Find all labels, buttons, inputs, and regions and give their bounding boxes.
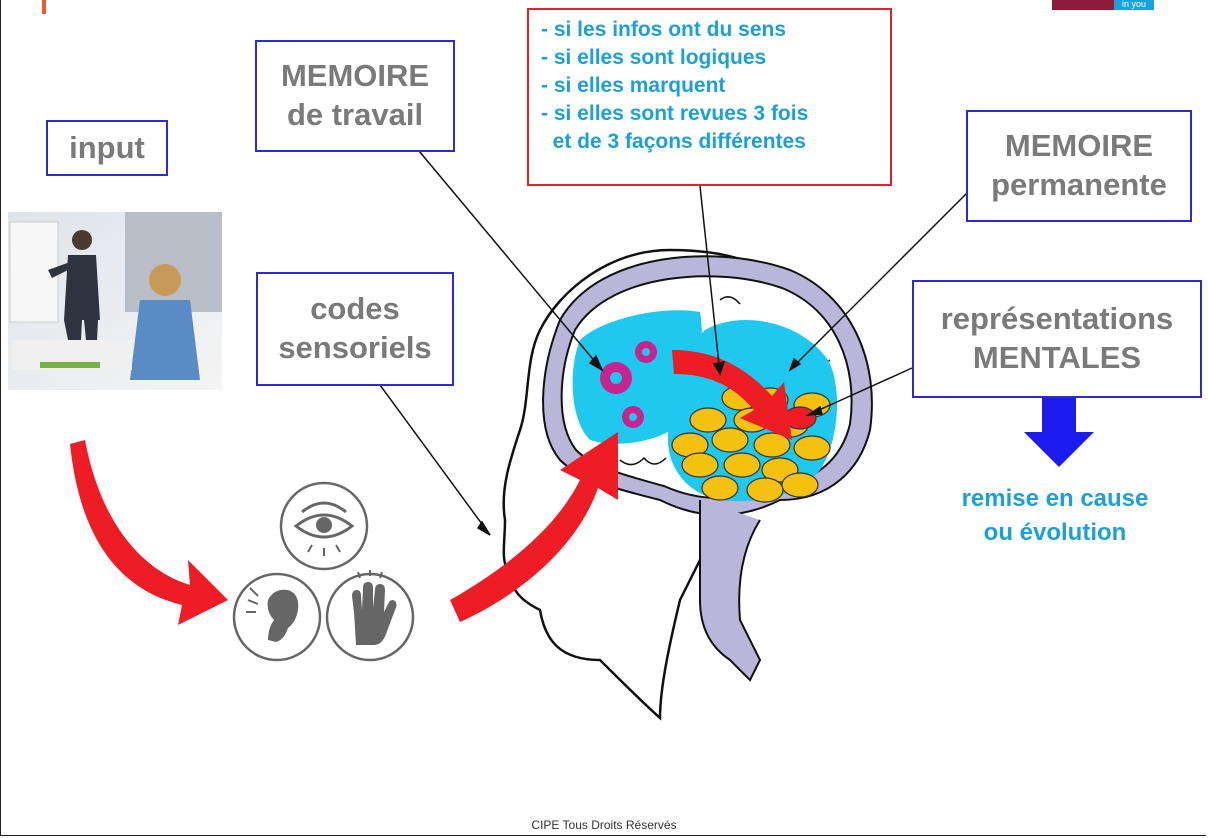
footer-copyright: CIPE Tous Droits Réservés	[531, 818, 677, 832]
working-memory-line2: de travail	[286, 97, 424, 132]
condition-item: - si elles sont logiques	[541, 46, 767, 69]
condition-item: - si elles sont revues 3 fois	[541, 102, 809, 125]
arrow-icon	[70, 350, 792, 625]
remise-caption: remise en cause ou évolution	[940, 482, 1170, 550]
working-memory-box: MEMOIRE de travail	[255, 40, 455, 152]
accent-tick	[42, 0, 46, 14]
conditions-box: - si les infos ont du sens - si elles so…	[527, 8, 892, 186]
permanent-memory-box: MEMOIRE permanente	[966, 110, 1192, 222]
sensory-codes-line1: codes	[310, 291, 400, 327]
remise-line2: ou évolution	[983, 519, 1127, 546]
down-arrow-icon	[1024, 395, 1094, 467]
sensory-codes-line2: sensoriels	[278, 330, 432, 365]
logo-text: in you	[1114, 0, 1154, 10]
connector-lines	[379, 144, 971, 536]
logo-block	[1052, 0, 1114, 10]
working-memory-line1: MEMOIRE	[280, 58, 430, 94]
eye-icon	[279, 481, 369, 571]
condition-item: - si les infos ont du sens	[541, 18, 787, 41]
representations-line2: MENTALES	[972, 340, 1142, 375]
sensory-codes-box: codes sensoriels	[256, 272, 454, 386]
condition-item: et de 3 façons différentes	[541, 130, 806, 153]
condition-item: - si elles marquent	[541, 74, 726, 97]
permanent-memory-line2: permanente	[991, 167, 1167, 202]
logo: in you	[1052, 0, 1190, 10]
hand-icon	[325, 570, 415, 662]
permanent-memory-line1: MEMOIRE	[1004, 128, 1154, 164]
presentation-photo	[8, 212, 222, 390]
gear-icon	[600, 341, 657, 428]
input-label: input	[69, 129, 145, 165]
representations-line1: représentations	[940, 301, 1174, 337]
remise-line1: remise en cause	[961, 485, 1149, 512]
mental-representations-box: représentations MENTALES	[912, 280, 1202, 398]
ear-icon	[232, 572, 322, 662]
input-label-box: input	[46, 120, 168, 176]
